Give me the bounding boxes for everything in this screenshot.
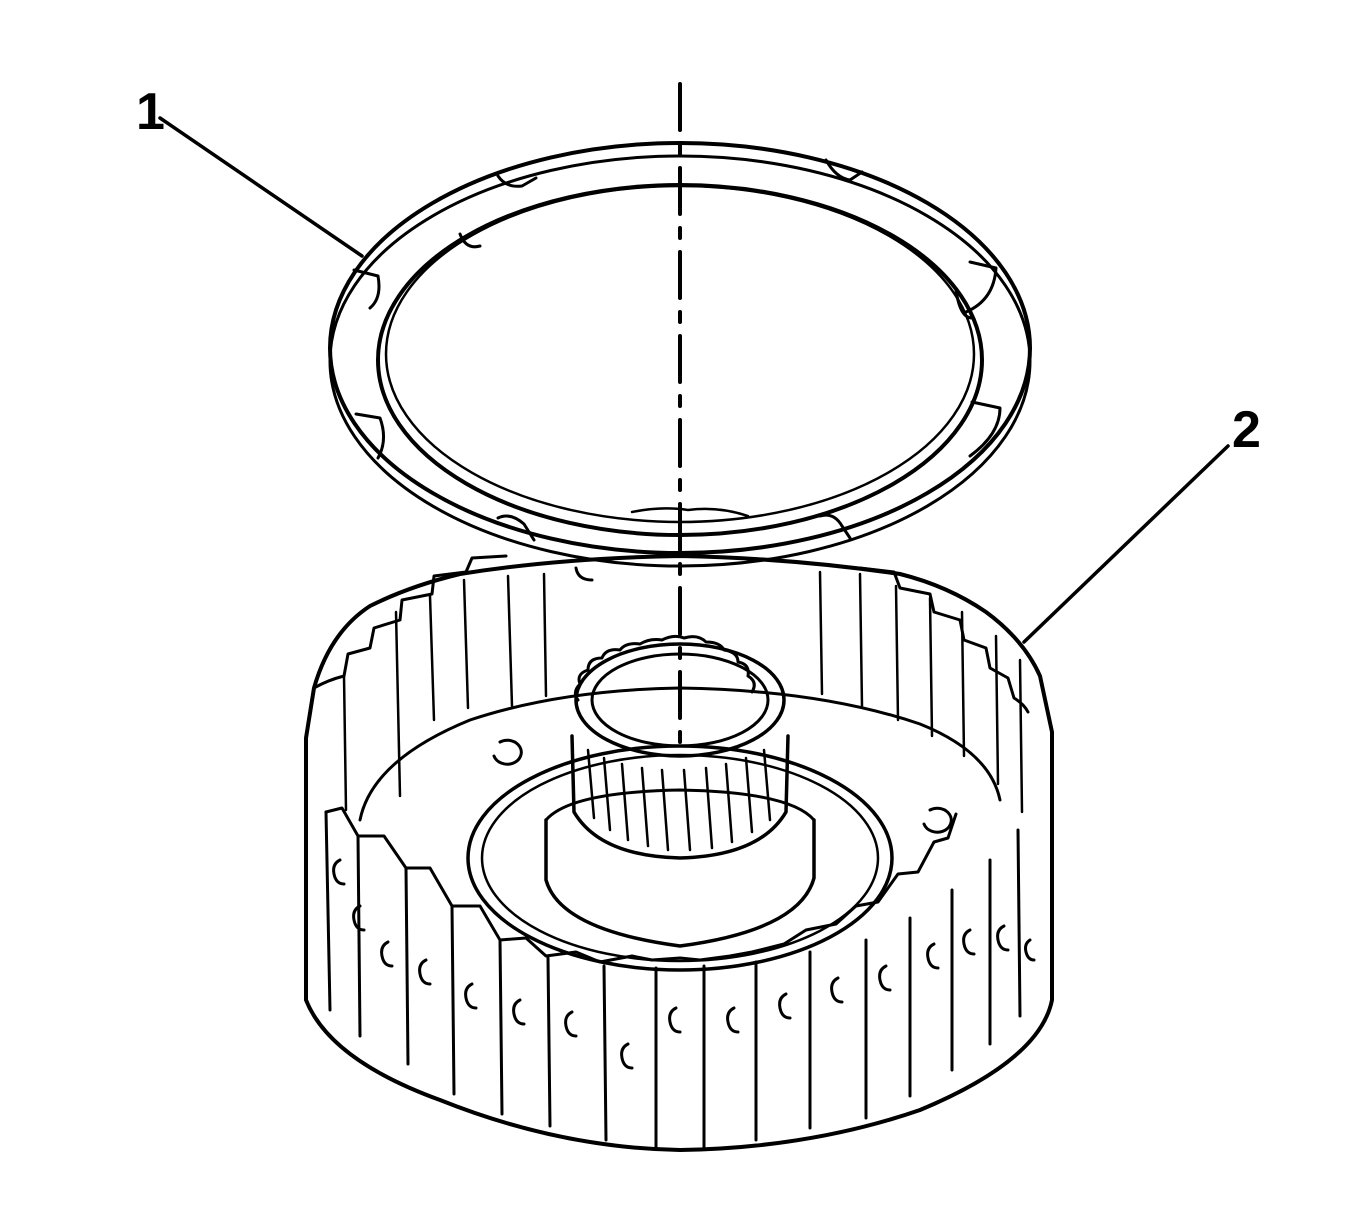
callout-number-2: 2	[1232, 401, 1261, 459]
clutch-hub-drum	[304, 554, 1054, 1152]
callout-number-1: 1	[136, 83, 165, 141]
thrust-washer-ring	[328, 141, 1032, 582]
leader-line-1	[158, 116, 364, 258]
leader-line-2	[1022, 444, 1230, 644]
